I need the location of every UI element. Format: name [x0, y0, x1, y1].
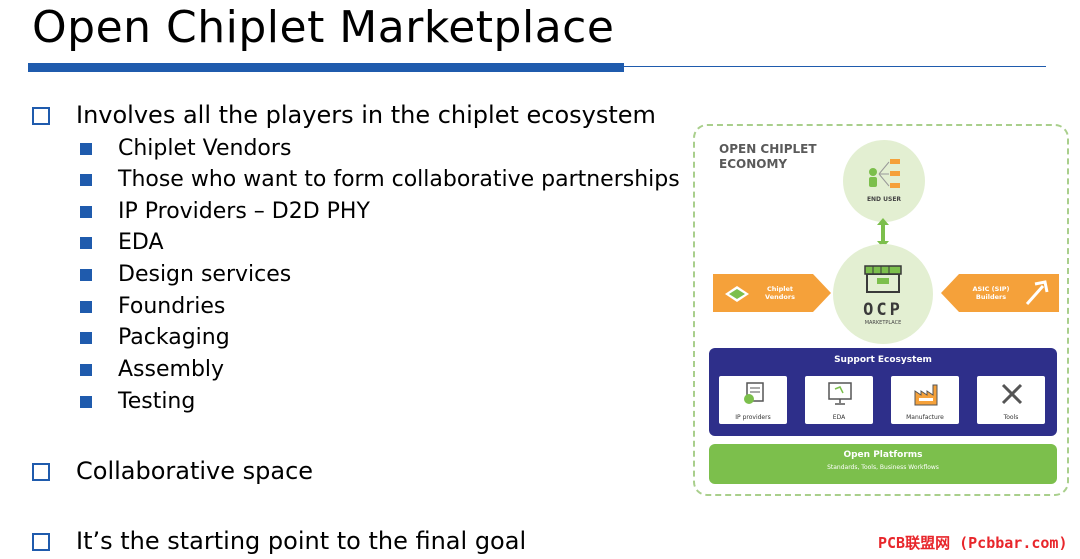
end-user-label: END USER: [866, 196, 902, 203]
monitor-icon: [828, 382, 852, 405]
orange-left-arrow-icon: [941, 274, 1059, 312]
filled-square-bullet-icon: [80, 396, 92, 408]
storefront-icon: [864, 265, 902, 293]
filled-square-bullet-icon: [80, 174, 92, 186]
ocp-label: OCP: [863, 300, 903, 320]
filled-square-bullet-icon: [80, 237, 92, 249]
filled-square-bullet-icon: [80, 206, 92, 218]
open-platforms-subtitle: Standards, Tools, Business Workflows: [827, 464, 939, 471]
end-user-icon: [869, 159, 900, 188]
asic-builders-arrow: ASIC (SIP) Builders: [941, 274, 1059, 312]
chiplet-vendors-arrow: Chiplet Vendors: [713, 274, 831, 312]
open-platforms-title: Open Platforms: [843, 450, 923, 460]
diagram-heading: OPEN CHIPLET ECONOMY: [719, 142, 817, 171]
end-user-circle: END USER: [843, 140, 925, 222]
slide-title: Open Chiplet Marketplace: [32, 2, 615, 53]
support-card-manufacture: Manufacture: [891, 376, 959, 424]
factory-icon: [914, 384, 938, 406]
tools-wrench-icon: [1001, 383, 1023, 405]
site-watermark: PCB联盟网 (Pcbbar.com): [878, 534, 1068, 552]
filled-square-bullet-icon: [80, 301, 92, 313]
title-underline-thin: [624, 66, 1046, 67]
double-arrow-icon: [877, 218, 889, 248]
support-ecosystem-title: Support Ecosystem: [834, 355, 932, 365]
title-underline-thick: [28, 63, 624, 72]
support-card-ip-providers: IP providers: [719, 376, 787, 424]
ocp-marketplace-circle: OCP MARKETPLACE: [833, 244, 933, 344]
open-platforms-panel: Open Platforms Standards, Tools, Busines…: [709, 444, 1057, 484]
marketplace-label: MARKETPLACE: [864, 320, 902, 326]
support-card-eda: EDA: [805, 376, 873, 424]
support-ecosystem-panel: Support Ecosystem IP providers EDA: [709, 348, 1057, 436]
filled-square-bullet-icon: [80, 332, 92, 344]
filled-square-bullet-icon: [80, 269, 92, 281]
open-chiplet-economy-diagram: OPEN CHIPLET ECONOMY END USER OCP MARKET: [693, 124, 1069, 496]
filled-square-bullet-icon: [80, 143, 92, 155]
orange-right-arrow-icon: [713, 274, 831, 312]
hollow-square-bullet-icon: [32, 533, 50, 551]
ip-certificate-icon: [744, 382, 764, 404]
filled-square-bullet-icon: [80, 364, 92, 376]
support-card-tools: Tools: [977, 376, 1045, 424]
hollow-square-bullet-icon: [32, 463, 50, 481]
hollow-square-bullet-icon: [32, 107, 50, 125]
